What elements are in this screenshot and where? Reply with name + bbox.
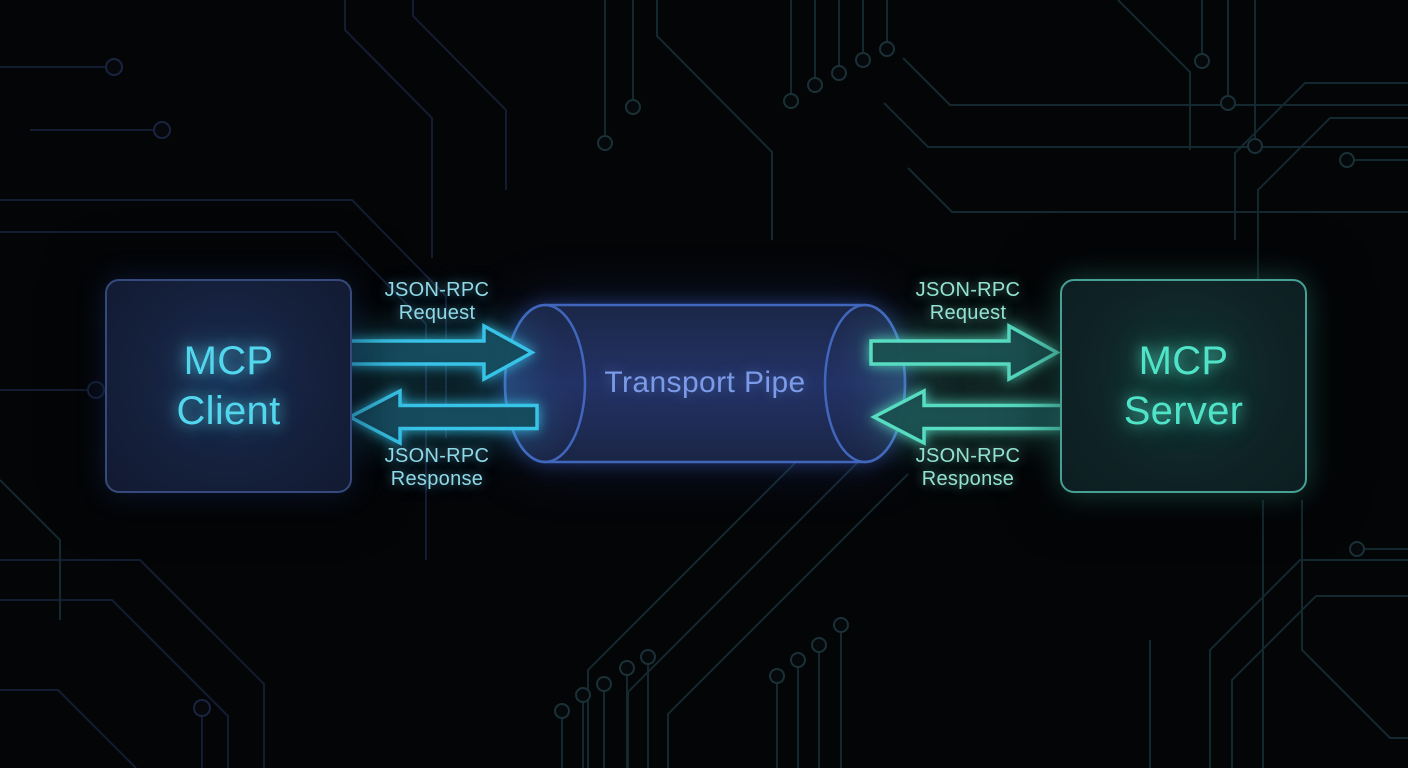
pipe-left-cap [503, 303, 587, 464]
request-arrow-right-icon [869, 323, 1061, 382]
left-request-label-line1: JSON-RPC [384, 279, 490, 301]
mcp-server-label: MCP Server [1124, 336, 1244, 436]
right-request-label-line2: Request [929, 302, 1007, 324]
pipe-right-cap [823, 303, 907, 464]
response-arrow-left-icon [346, 388, 539, 446]
mcp-client-label-line2: Client [176, 389, 281, 433]
transport-pipe-label: Transport Pipe [604, 366, 806, 399]
right-response-label-line2: Response [921, 468, 1015, 490]
mcp-server-label-line1: MCP [1138, 339, 1229, 383]
left-response-label: JSON-RPC Response [327, 445, 547, 491]
mcp-client-node: MCP Client [105, 279, 352, 493]
mcp-server-label-line2: Server [1123, 389, 1244, 433]
left-response-label-line2: Response [390, 468, 484, 490]
mcp-server-node: MCP Server [1060, 279, 1307, 493]
right-response-label-line1: JSON-RPC [915, 445, 1021, 467]
right-response-label: JSON-RPC Response [858, 445, 1078, 491]
left-request-label: JSON-RPC Request [327, 279, 547, 325]
right-request-label: JSON-RPC Request [858, 279, 1078, 325]
circuit-traces-navy [0, 0, 507, 768]
left-request-label-line2: Request [398, 302, 476, 324]
mcp-client-label: MCP Client [176, 336, 280, 436]
right-request-label-line1: JSON-RPC [915, 279, 1021, 301]
left-response-label-line1: JSON-RPC [384, 445, 490, 467]
mcp-client-label-line1: MCP [183, 339, 274, 383]
response-arrow-right-icon [870, 388, 1064, 446]
request-arrow-left-icon [344, 323, 536, 382]
